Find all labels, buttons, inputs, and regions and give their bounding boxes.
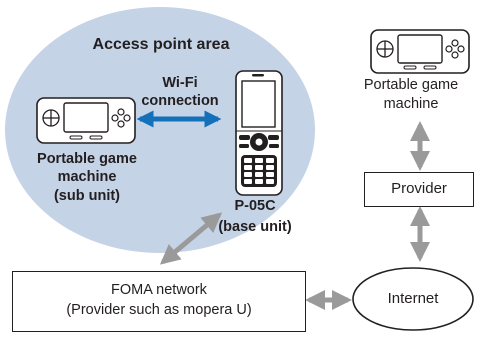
game-machine-icon — [36, 97, 136, 144]
right-device-line1: Portable game — [363, 77, 459, 93]
area-title: Access point area — [92, 36, 230, 53]
internet-ellipse — [352, 267, 474, 331]
phone-icon — [235, 70, 283, 196]
base-unit-line1: P-05C — [234, 198, 276, 214]
base-unit-label: P-05C (base unit) — [200, 196, 310, 238]
base-unit-line2: (base unit) — [218, 219, 292, 236]
wifi-label-line1: Wi-Fi — [162, 75, 198, 91]
sub-unit-line3: (sub unit) — [53, 187, 121, 204]
foma-line1: FOMA network — [111, 282, 207, 298]
game-machine-icon — [370, 29, 470, 74]
wifi-label: Wi-Fi connection — [128, 75, 232, 110]
foma-line2: (Provider such as mopera U) — [66, 301, 252, 318]
sub-unit-line1: Portable game — [37, 151, 137, 167]
foma-network-box: FOMA network (Provider such as mopera U) — [12, 271, 306, 332]
phone-foma-arrow — [159, 212, 223, 265]
wifi-label-line2: connection — [141, 92, 219, 109]
provider-box: Provider — [364, 172, 474, 207]
sub-unit-line2: machine — [57, 169, 117, 186]
provider-label: Provider — [391, 180, 447, 197]
right-device-label: Portable game machine — [344, 76, 478, 114]
internet-label: Internet — [387, 290, 439, 307]
sub-unit-label: Portable game machine (sub unit) — [0, 150, 174, 205]
right-device-line2: machine — [383, 95, 439, 112]
